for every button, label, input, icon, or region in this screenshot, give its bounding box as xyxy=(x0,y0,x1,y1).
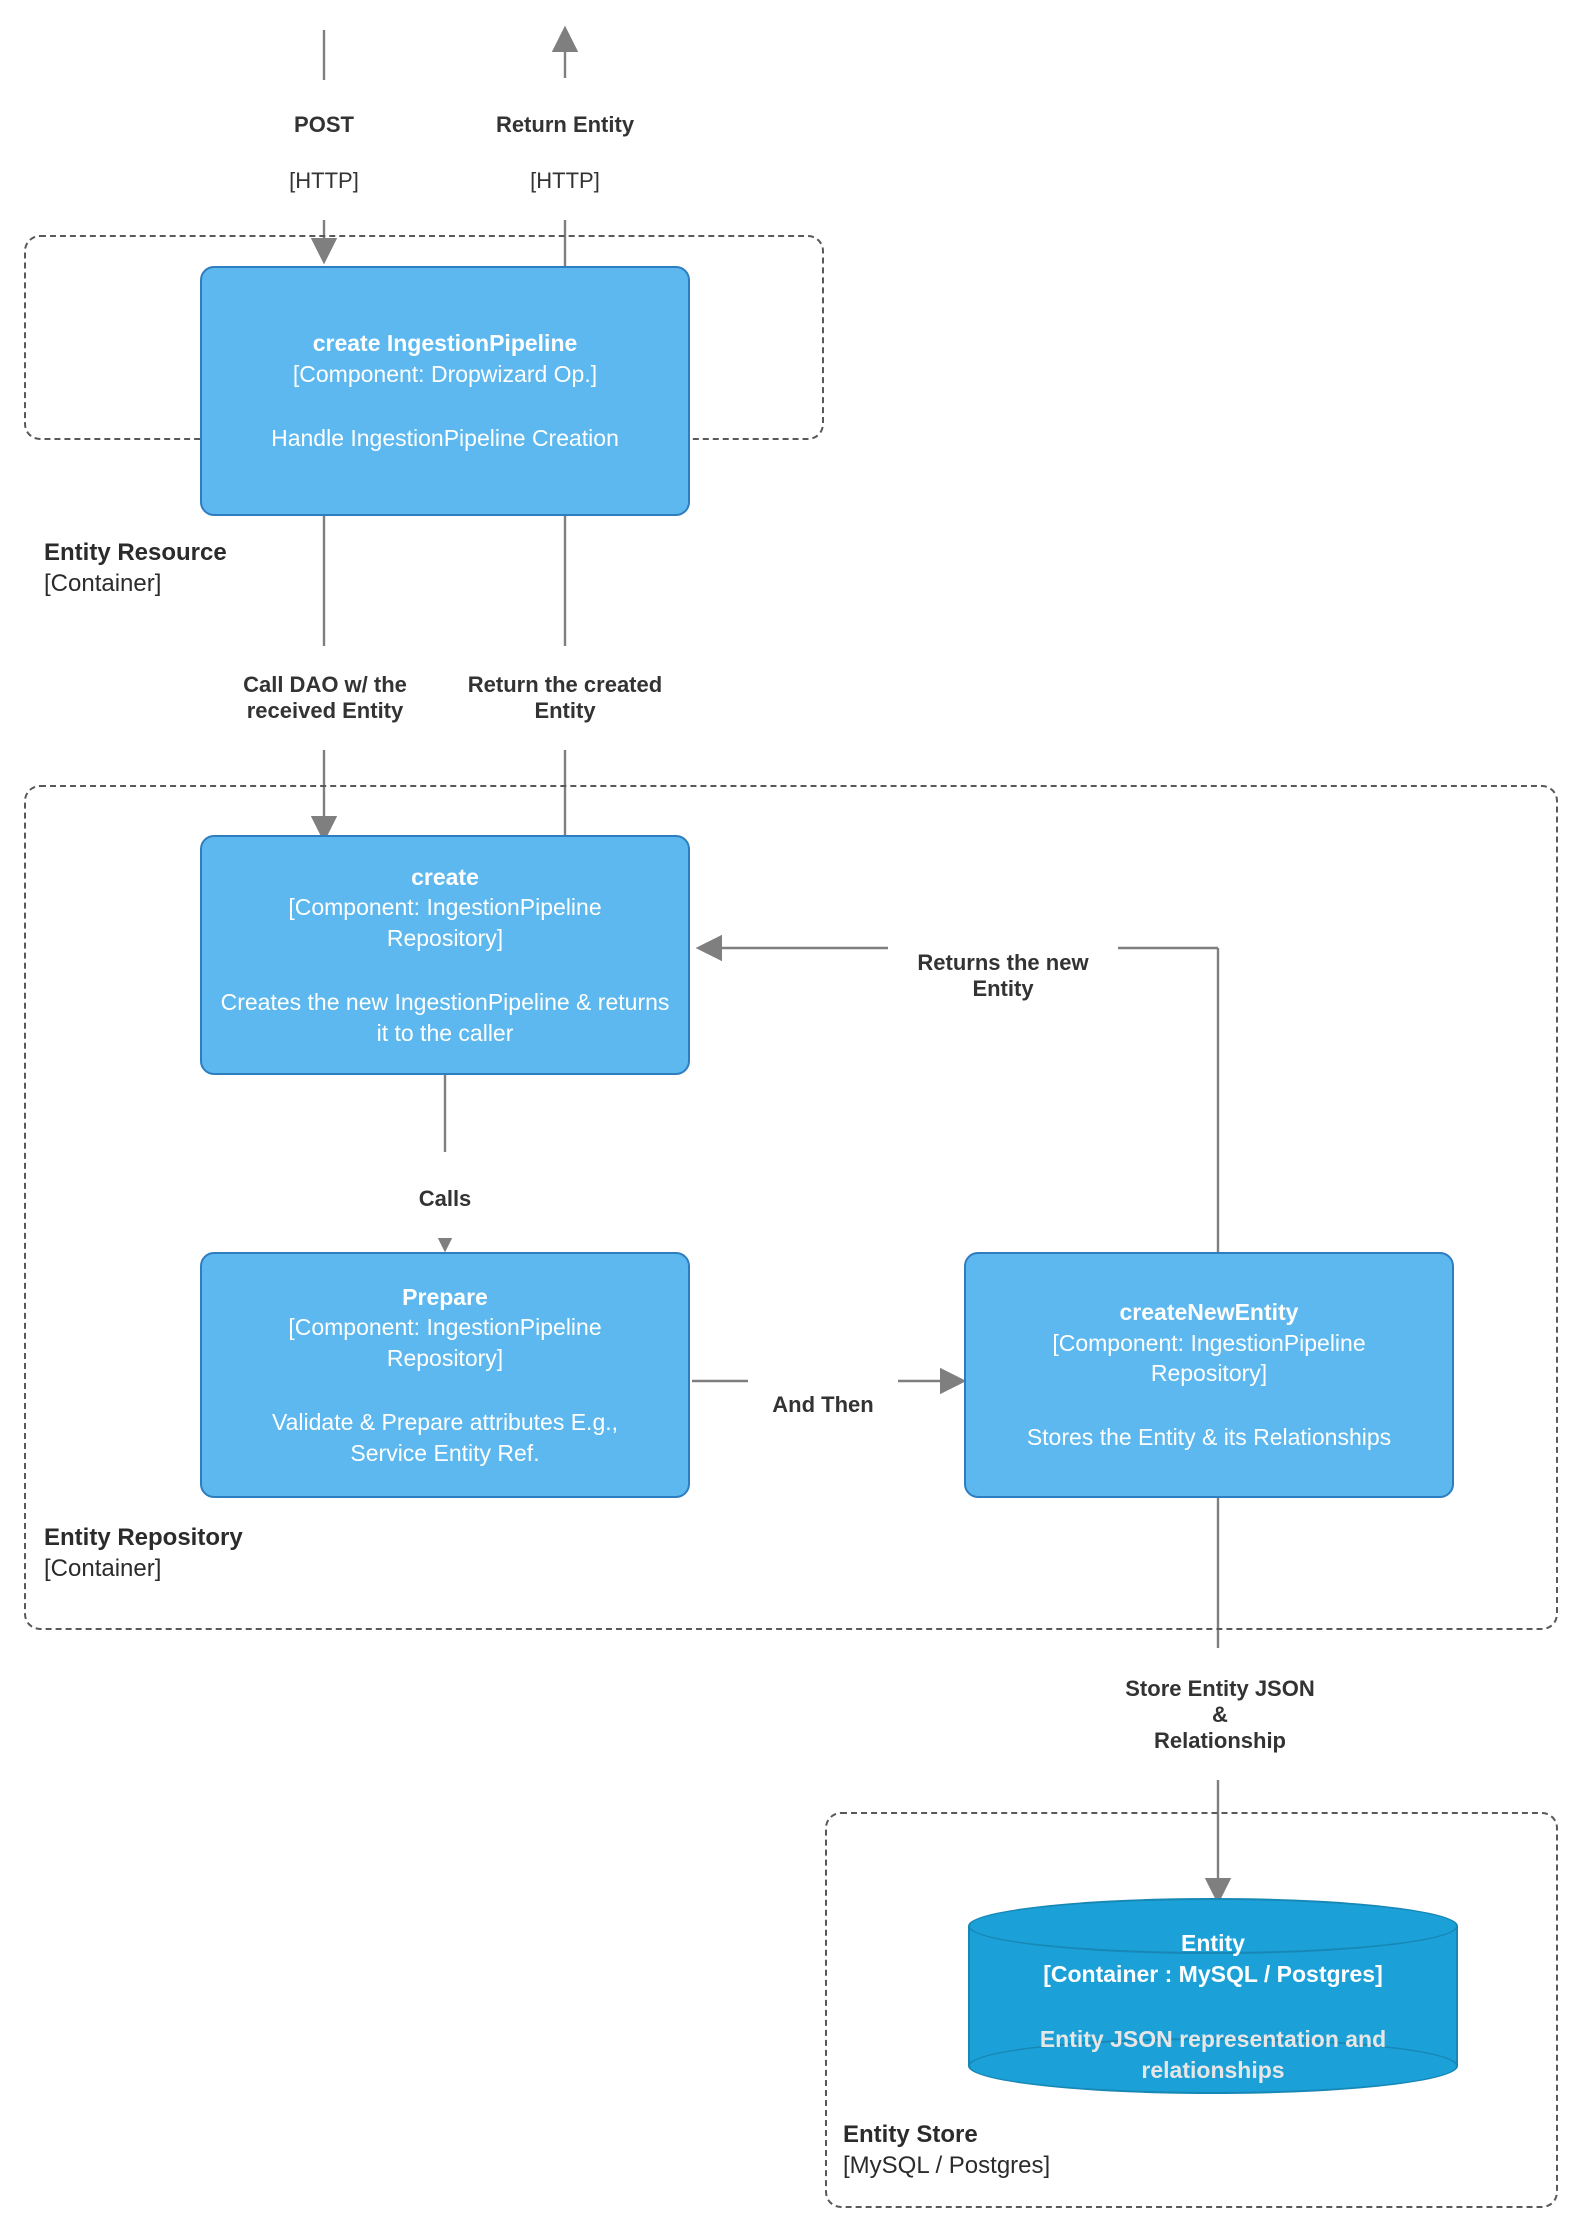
boundary-name-entity-resource: Entity Resource xyxy=(44,539,227,566)
database-title: Entity xyxy=(1181,1930,1245,1957)
component-tech-create: [Component: IngestionPipeline Repository… xyxy=(288,894,602,951)
edge-label-return-entity-tech: [HTTP] xyxy=(530,167,600,193)
component-tech-create-new-entity: [Component: IngestionPipeline Repository… xyxy=(1052,1329,1366,1386)
boundary-entity-store xyxy=(825,1812,1558,2208)
boundary-label-entity-resource: Entity Resource [Container] xyxy=(44,538,384,599)
boundary-name-entity-repository: Entity Repository xyxy=(44,1524,243,1551)
component-create[interactable]: create [Component: IngestionPipeline Rep… xyxy=(200,835,690,1075)
component-desc-create-ingestion-pipeline: Handle IngestionPipeline Creation xyxy=(271,425,619,452)
component-tech-create-ingestion-pipeline: [Component: Dropwizard Op.] xyxy=(292,360,598,387)
edge-label-and-then: And Then xyxy=(748,1366,898,1444)
boundary-entity-repository xyxy=(24,785,1558,1630)
component-title-create: create xyxy=(411,864,479,891)
edge-label-call-dao: Call DAO w/ the received Entity xyxy=(210,646,440,750)
boundary-name-entity-store: Entity Store xyxy=(843,2121,978,2148)
component-tech-prepare: [Component: IngestionPipeline Repository… xyxy=(288,1314,602,1371)
edge-label-post: POST [HTTP] xyxy=(234,86,414,220)
boundary-tech-entity-store: [MySQL / Postgres] xyxy=(843,2151,1051,2179)
component-desc-create: Creates the new IngestionPipeline & retu… xyxy=(220,989,670,1046)
component-create-new-entity[interactable]: createNewEntity [Component: IngestionPip… xyxy=(964,1252,1454,1498)
edge-label-return-created-entity-main: Return the created Entity xyxy=(467,671,663,723)
edge-label-store-entity-json: Store Entity JSON & Relationship xyxy=(1080,1650,1360,1780)
component-desc-prepare: Validate & Prepare attributes E.g., Serv… xyxy=(271,1409,619,1466)
component-desc-create-new-entity: Stores the Entity & its Relationships xyxy=(1026,1424,1392,1451)
database-desc: Entity JSON representation and relations… xyxy=(1039,2026,1387,2083)
boundary-tech-entity-resource: [Container] xyxy=(44,569,162,597)
database-tech: [Container : MySQL / Postgres] xyxy=(1043,1961,1383,1988)
edge-label-calls-main: Calls xyxy=(418,1185,472,1211)
component-title-create-ingestion-pipeline: create IngestionPipeline xyxy=(312,330,578,357)
edge-label-and-then-main: And Then xyxy=(772,1391,874,1417)
component-prepare[interactable]: Prepare [Component: IngestionPipeline Re… xyxy=(200,1252,690,1498)
component-title-prepare: Prepare xyxy=(402,1284,488,1311)
boundary-tech-entity-repository: [Container] xyxy=(44,1554,162,1582)
cylinder-top-ellipse xyxy=(968,1898,1458,1954)
boundary-label-entity-repository: Entity Repository [Container] xyxy=(44,1523,424,1584)
component-title-create-new-entity: createNewEntity xyxy=(1119,1299,1299,1326)
boundary-label-entity-store: Entity Store [MySQL / Postgres] xyxy=(843,2120,1223,2181)
database-text: Entity [Container : MySQL / Postgres] En… xyxy=(968,1930,1458,2082)
edge-label-post-tech: [HTTP] xyxy=(289,167,359,193)
database-entity[interactable]: Entity [Container : MySQL / Postgres] En… xyxy=(968,1898,1458,2094)
edge-label-return-entity: Return Entity [HTTP] xyxy=(450,86,680,220)
edge-label-call-dao-main: Call DAO w/ the received Entity xyxy=(243,671,407,723)
edge-label-returns-new-entity-main: Returns the new Entity xyxy=(917,949,1089,1001)
edge-label-return-created-entity: Return the created Entity xyxy=(440,646,690,750)
cylinder-bottom-ellipse xyxy=(968,2038,1458,2094)
edge-label-post-main: POST xyxy=(294,111,354,137)
edge-label-return-entity-main: Return Entity xyxy=(495,111,635,137)
edge-label-store-entity-json-main: Store Entity JSON & Relationship xyxy=(1125,1675,1315,1753)
edge-label-calls: Calls xyxy=(392,1160,498,1238)
component-create-ingestion-pipeline[interactable]: create IngestionPipeline [Component: Dro… xyxy=(200,266,690,516)
edge-label-returns-new-entity: Returns the new Entity xyxy=(888,924,1118,1028)
